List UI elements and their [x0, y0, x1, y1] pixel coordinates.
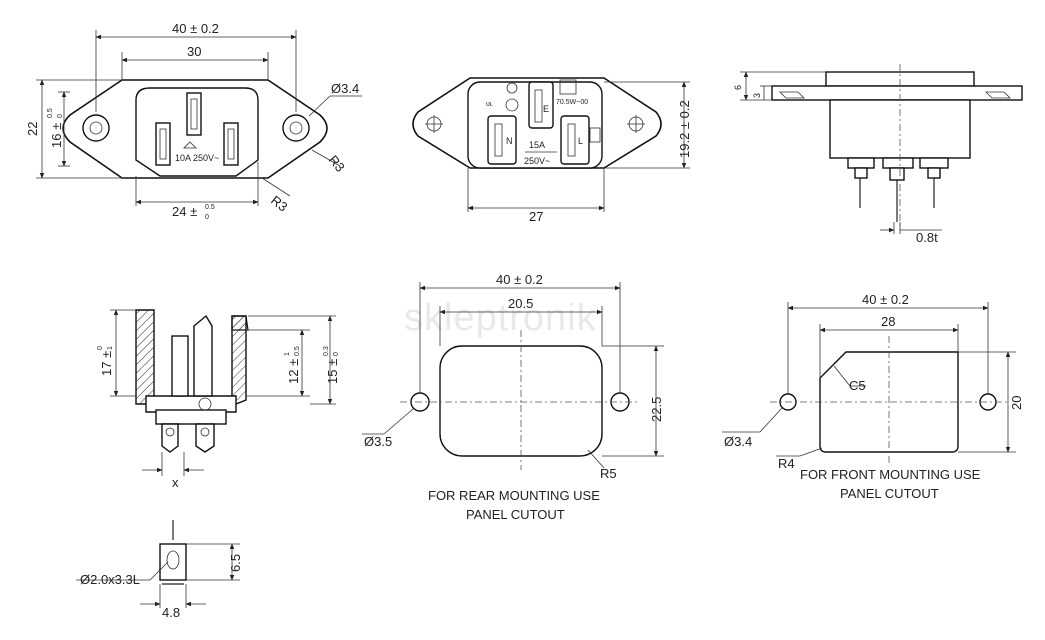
section-left-wall [135, 309, 155, 405]
section-dim-height-right-tol: 0.3 [323, 346, 330, 356]
terminal-tab [159, 543, 187, 581]
rear-earth-icon [506, 82, 518, 94]
rear-ul-icon: ᴜʟ [486, 101, 493, 108]
rear-pin-n: N [506, 136, 513, 146]
rear-cert-label: 70.5W~00 [556, 99, 588, 106]
terminal-hole [166, 550, 180, 570]
rear-cutout-dim-inner-width: 20.5 [508, 296, 533, 311]
rear-socket-view: E N L ᴜʟ 70.5W~00 15A 250V~ 19.2 ± 0.2 2… [412, 77, 692, 224]
front-dim-radius-a: R3 [326, 152, 348, 174]
front-cutout-caption-2: PANEL CUTOUT [840, 486, 939, 501]
section-pin-right [193, 314, 213, 397]
rear-cutout-view: 40 ± 0.2 20.5 22.5 Ø3.5 R5 FOR REAR MOUN… [362, 272, 664, 522]
front-cutout-dim-height: 20 [1009, 396, 1024, 410]
rear-pin-e: E [543, 104, 549, 114]
side-dim-flange: 6 [733, 85, 743, 90]
section-dim-height-outer-tol-low: 1 [107, 346, 114, 350]
front-dim-bottom-width-tol-low: 0 [205, 214, 209, 221]
rear-marker-square [589, 127, 601, 143]
front-pin-right [223, 122, 239, 166]
front-dim-height-body-tol: 0.5 [47, 108, 54, 118]
rear-dim-height: 19.2 ± 0.2 [677, 100, 692, 158]
front-hole-left [82, 114, 110, 142]
section-top-lip [231, 315, 249, 331]
rear-vde-icon [559, 79, 577, 95]
rear-rating-voltage: 250V~ [524, 156, 550, 166]
section-dim-height-outer: 17 ± [99, 351, 114, 376]
terminal-detail-view: 6.5 Ø2.0x3.3L 4.8 [76, 520, 243, 620]
front-dim-overall-width: 40 ± 0.2 [172, 21, 219, 36]
front-pin-earth [186, 92, 202, 136]
side-nut-right [985, 91, 1011, 99]
terminal-dim-width: 4.8 [162, 605, 180, 620]
section-dim-height-outer-tol: 0 [97, 346, 104, 350]
section-dim-height-inner-tol-low: 0.5 [294, 346, 301, 356]
rear-pin-l: L [578, 136, 583, 146]
side-nut-left [779, 91, 805, 99]
front-socket-view: 10A 250V~ 40 ± 0.2 30 Ø3.4 22 16 ± 0.5 0… [25, 21, 362, 221]
front-dim-height-body-tol-low: 0 [57, 114, 64, 118]
watermark: skleptronik [404, 297, 597, 339]
front-cutout-dim-radius: R4 [778, 456, 795, 471]
side-dim-flange-inner: 3 [752, 93, 762, 98]
front-dim-height-body: 16 ± [49, 123, 64, 148]
side-socket-view: 6 3 0.8t [733, 64, 1023, 245]
front-dim-bottom-width: 24 ± [172, 204, 197, 219]
front-cutout-dim-chamfer: C5 [849, 378, 866, 393]
front-rating: 10A 250V~ [175, 153, 219, 163]
section-dim-height-inner-tol: 1 [284, 352, 291, 356]
rear-cutout-caption-2: PANEL CUTOUT [466, 507, 565, 522]
section-dim-height-right-tol-low: 0 [333, 352, 340, 356]
front-dim-height-total: 22 [25, 122, 40, 136]
front-dim-body-width: 30 [187, 44, 201, 59]
terminal-dim-height: 6.5 [228, 554, 243, 572]
section-dim-height-inner: 12 ± [286, 359, 301, 384]
rear-cutout-dim-overall-width: 40 ± 0.2 [496, 272, 543, 287]
section-pin-left [171, 335, 189, 397]
front-cutout-view: 40 ± 0.2 28 C5 20 Ø3.4 R4 FOR FRONT MOUN… [722, 292, 1024, 501]
front-hole-right [282, 114, 310, 142]
front-pin-left [155, 122, 171, 166]
rear-cutout-caption-1: FOR REAR MOUNTING USE [428, 488, 600, 503]
rear-dim-width: 27 [529, 209, 543, 224]
front-cutout-caption-1: FOR FRONT MOUNTING USE [800, 467, 981, 482]
rear-cert-icon [505, 98, 519, 112]
front-hole-left-inner [89, 121, 103, 135]
front-dim-hole: Ø3.4 [331, 81, 359, 96]
front-cutout-dim-inner-width: 28 [881, 314, 895, 329]
section-dim-height-right: 15 ± [325, 359, 340, 384]
front-cutout-dim-hole: Ø3.4 [724, 434, 752, 449]
section-terminal-right [195, 423, 215, 453]
rear-cutout-dim-radius: R5 [600, 466, 617, 481]
side-flange [771, 85, 1023, 101]
section-view: 17 ± 0 1 12 ± 1 0.5 15 ± 0.3 0 x [97, 309, 340, 490]
front-dim-bottom-width-tol: 0.5 [205, 204, 215, 211]
rear-cutout-dim-hole: Ø3.5 [364, 434, 392, 449]
terminal-dim-hole: Ø2.0x3.3L [80, 572, 140, 587]
front-dim-radius-b: R3 [268, 193, 290, 215]
rear-cutout-dim-height: 22.5 [649, 397, 664, 422]
section-dim-x: x [172, 475, 179, 490]
front-hole-right-inner [289, 121, 303, 135]
rear-rating-current: 15A [529, 140, 545, 150]
front-cutout-dim-overall-width: 40 ± 0.2 [862, 292, 909, 307]
front-cert-icon [183, 141, 197, 149]
rear-pin-e-frame [528, 81, 554, 129]
side-dim-pin-thickness: 0.8t [916, 230, 938, 245]
